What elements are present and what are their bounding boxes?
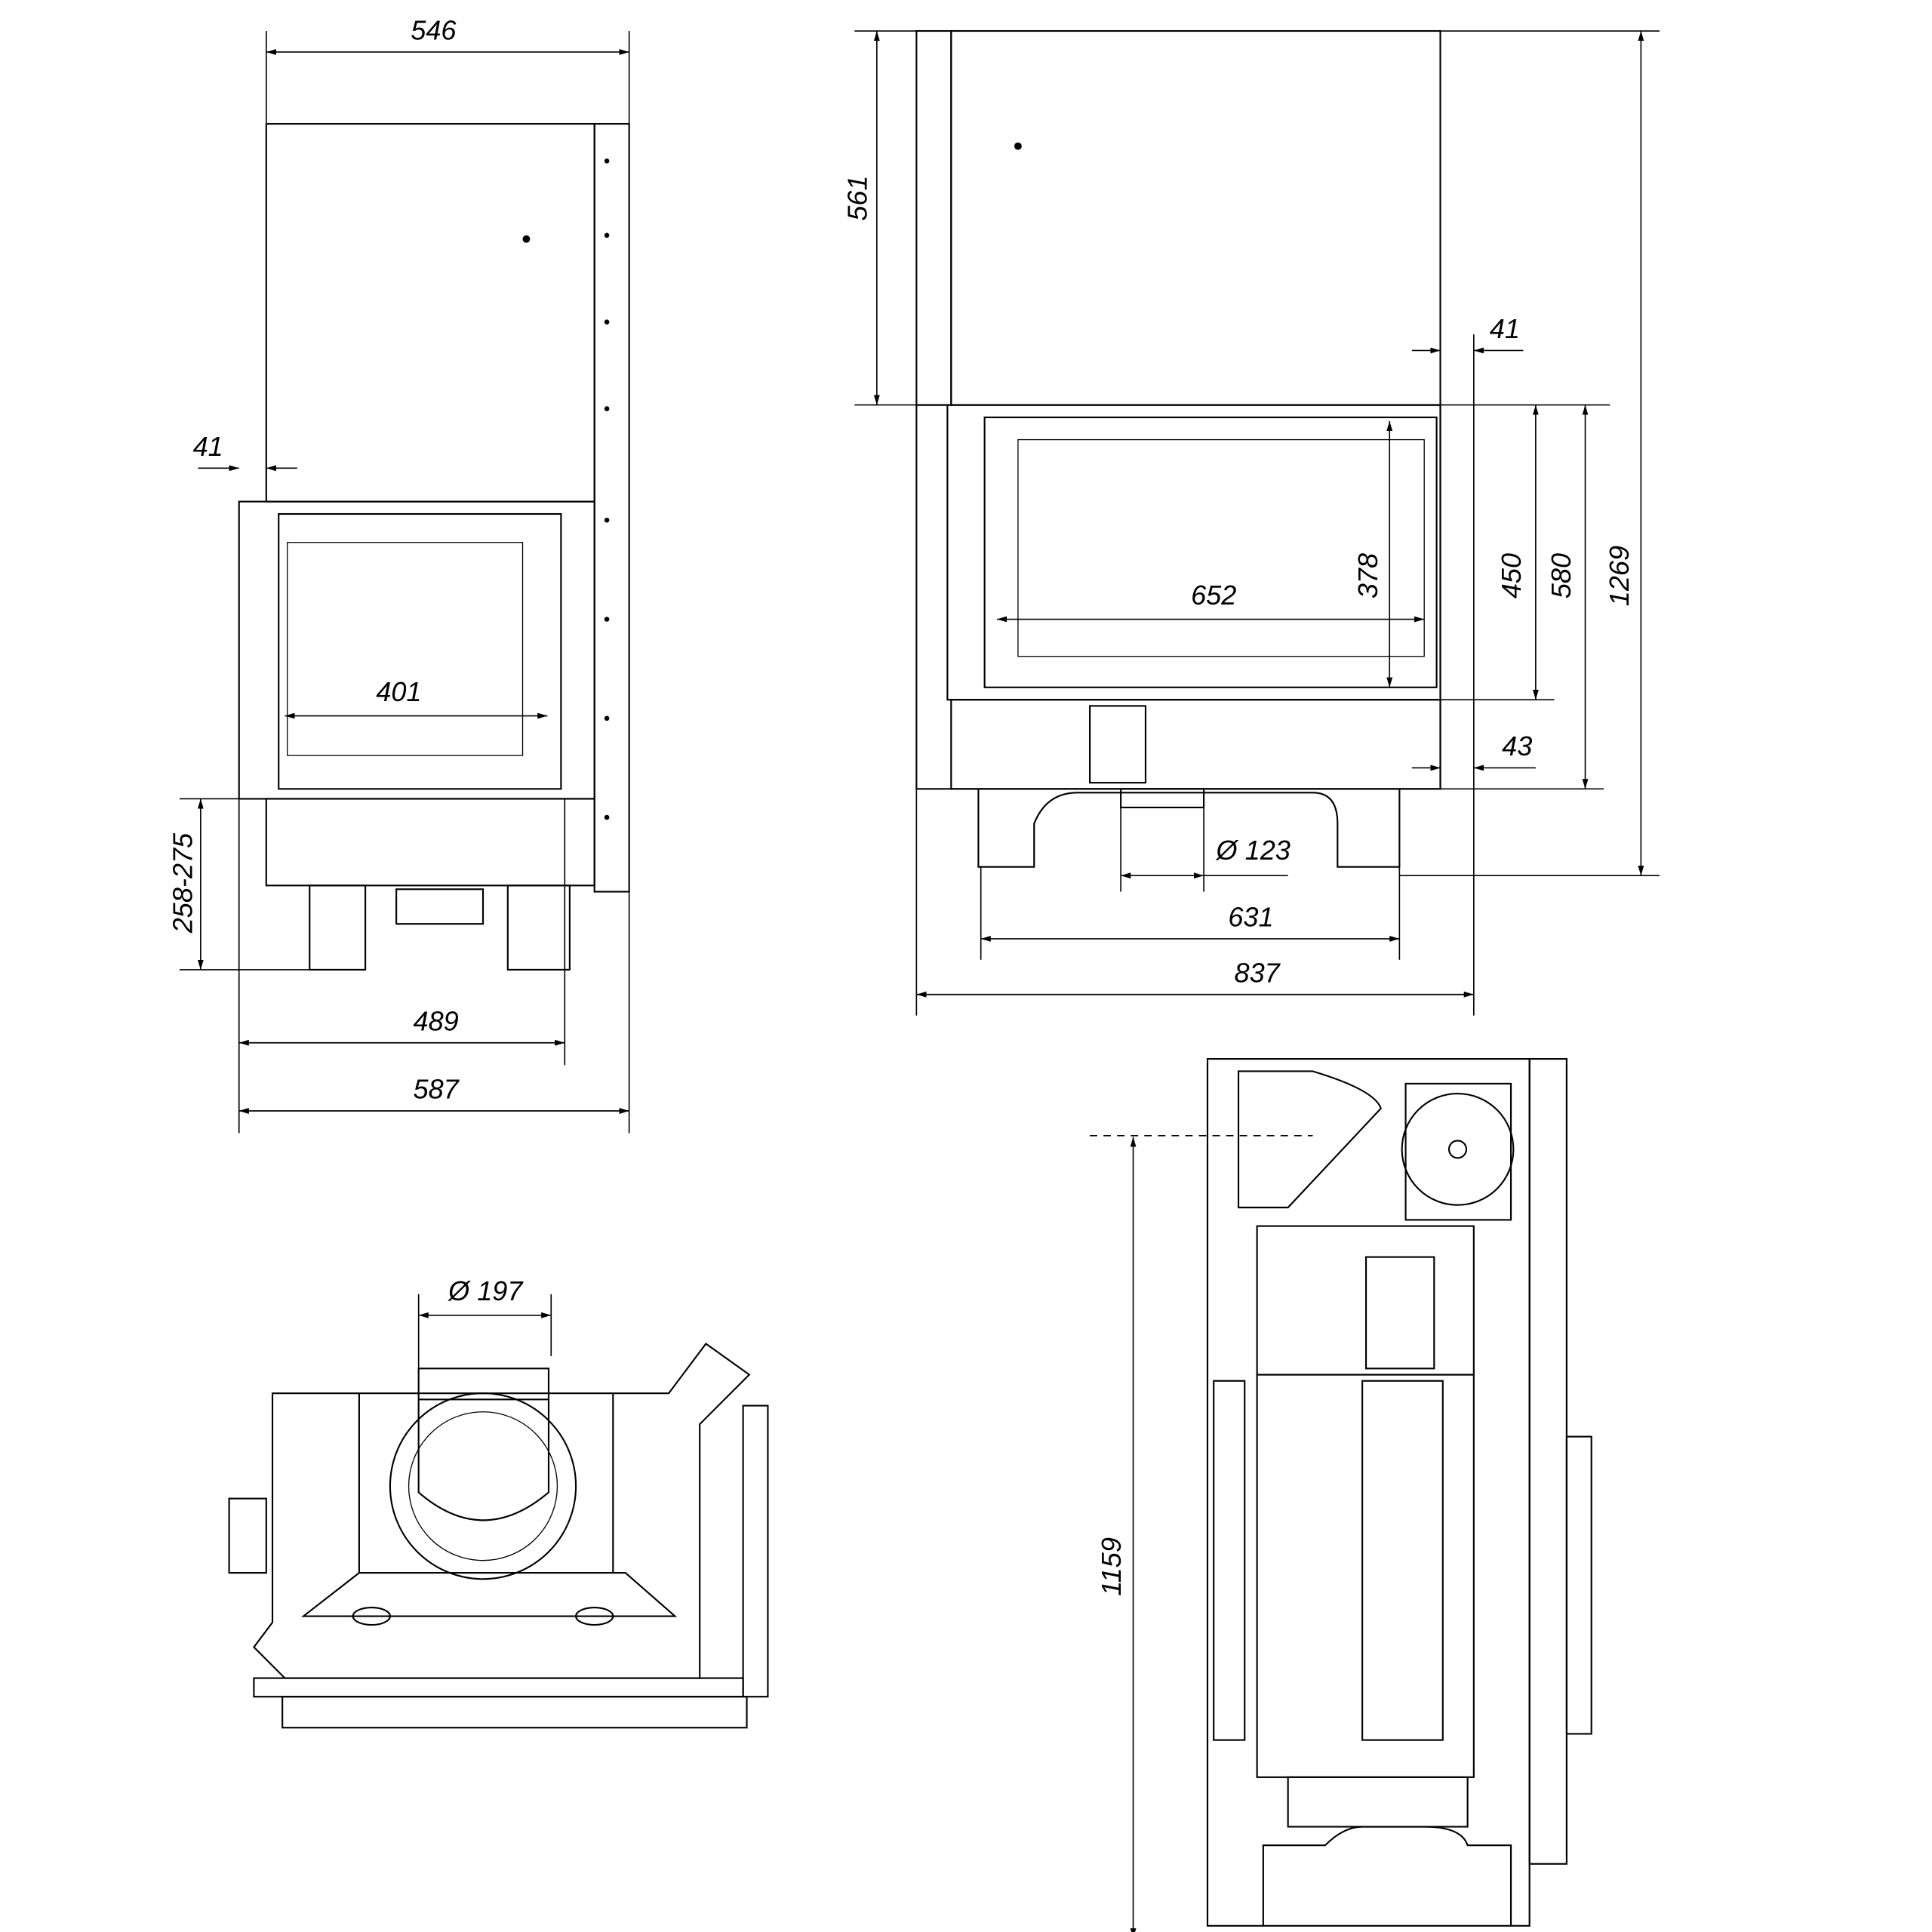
dim-label-flue-center-height: 1159 bbox=[1096, 1537, 1127, 1596]
flue-pipe bbox=[417, 1399, 550, 1521]
glass-outer bbox=[983, 416, 1438, 688]
side-bolts bbox=[604, 158, 610, 820]
flue-outlet bbox=[1120, 788, 1205, 809]
dim-label-side-offset: 41 bbox=[193, 431, 223, 462]
dim-label-glass-height: 378 bbox=[1352, 553, 1383, 598]
dim-label-top-width: 546 bbox=[411, 15, 457, 46]
leg-right bbox=[506, 884, 571, 971]
door-frame bbox=[946, 404, 1441, 701]
damper-disc bbox=[1401, 1092, 1515, 1206]
side-grille bbox=[1213, 1380, 1246, 1741]
damper-axis bbox=[1447, 1140, 1468, 1159]
dim-label-base-height: 258-275 bbox=[167, 832, 198, 934]
door-frame bbox=[238, 500, 595, 800]
rear-panel bbox=[1528, 1058, 1567, 1865]
front-right-view: 561 41 652 378 450 580 1269 43 Ø 123 631… bbox=[842, 29, 1660, 1016]
firebox-floor bbox=[300, 1572, 678, 1617]
dim-label-glass-width: 401 bbox=[376, 676, 421, 707]
dim-label-door-height: 450 bbox=[1496, 553, 1527, 598]
glass-inner bbox=[1017, 438, 1425, 657]
front-left-view: 546 41 401 258-275 489 587 bbox=[167, 15, 630, 1134]
dim-label-flue-diameter: Ø 197 bbox=[448, 1275, 524, 1306]
side-outline bbox=[1206, 1058, 1531, 1927]
front-strip bbox=[253, 1677, 744, 1698]
dim-label-overall-width: 587 bbox=[414, 1074, 460, 1105]
heat-exchanger bbox=[1361, 1380, 1444, 1741]
stand bbox=[1262, 1826, 1512, 1926]
ash-drawer bbox=[1287, 1776, 1469, 1828]
bolt-icon bbox=[1014, 142, 1022, 150]
lower-chamber bbox=[1256, 1374, 1475, 1778]
dim-label-body-width: 489 bbox=[414, 1005, 459, 1036]
dim-label-flue-diameter: Ø 123 bbox=[1216, 835, 1291, 866]
flue-elbow bbox=[1237, 1070, 1382, 1209]
dim-label-firebox-height: 580 bbox=[1546, 553, 1577, 598]
dim-label-glass-width: 652 bbox=[1191, 580, 1236, 611]
top-outline bbox=[253, 1343, 751, 1679]
dim-label-overall-width: 837 bbox=[1235, 957, 1281, 988]
side-view: 1159 bbox=[1090, 1058, 1592, 1932]
glass-inner bbox=[287, 542, 524, 756]
convection-fins bbox=[1364, 1256, 1435, 1370]
base-plate bbox=[281, 1696, 748, 1729]
flue-collar bbox=[417, 1367, 550, 1401]
base-box bbox=[265, 798, 595, 887]
handle bbox=[228, 1497, 267, 1574]
air-hole-left bbox=[352, 1606, 391, 1626]
dim-label-side-offset: 41 bbox=[1490, 313, 1520, 344]
stand bbox=[977, 789, 1401, 868]
rear-bracket bbox=[1565, 1435, 1592, 1735]
upper-casing bbox=[265, 123, 595, 503]
side-panel bbox=[593, 123, 630, 893]
glass-outer bbox=[278, 512, 562, 790]
upper-casing bbox=[950, 29, 1441, 406]
side-strip bbox=[915, 29, 952, 406]
top-view: Ø 197 bbox=[228, 1275, 769, 1729]
leg-left bbox=[309, 884, 367, 971]
air-hole-right bbox=[575, 1606, 614, 1626]
side-rail bbox=[742, 1404, 769, 1698]
air-inlet bbox=[395, 888, 485, 925]
damper-housing bbox=[1404, 1082, 1512, 1221]
dim-label-base-offset: 43 bbox=[1502, 731, 1532, 761]
air-control bbox=[1089, 705, 1147, 784]
base-box bbox=[950, 699, 1441, 790]
flue-ring-outer bbox=[389, 1392, 577, 1580]
bolt-icon bbox=[522, 235, 531, 243]
dim-label-overall-height: 1269 bbox=[1604, 546, 1635, 606]
flue-ring-inner bbox=[408, 1411, 558, 1561]
dim-label-upper-height: 561 bbox=[842, 175, 873, 220]
dim-label-legs-width: 631 bbox=[1228, 901, 1273, 932]
